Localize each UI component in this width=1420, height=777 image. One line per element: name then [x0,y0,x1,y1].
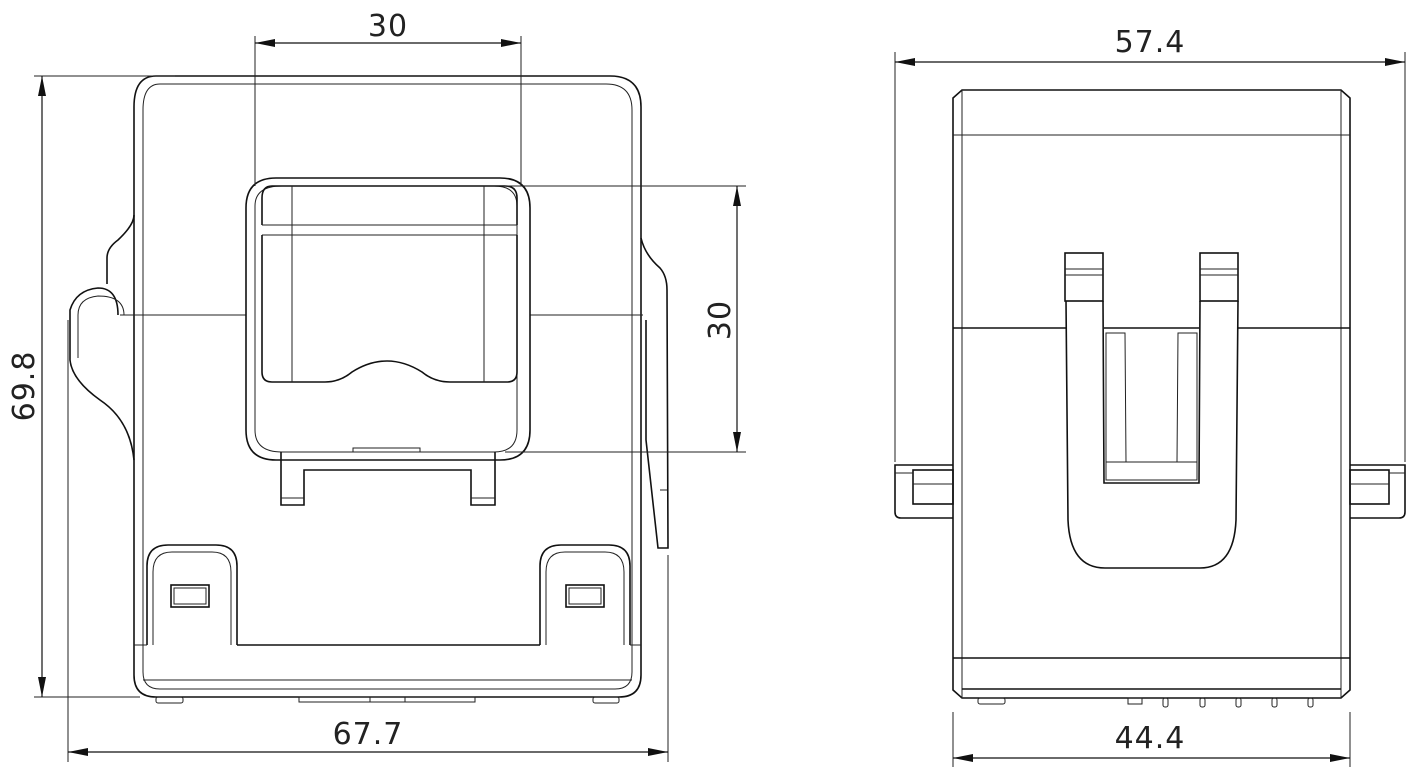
right-clip [539,544,631,645]
left-hinge [106,214,135,284]
dim-side-width: 57.4 [1115,25,1186,60]
right-clip-slot [565,584,605,608]
dim-window-height: 30 [703,300,738,340]
terminal-pins [1162,697,1314,708]
front-view: 30 30 69.8 67.7 [7,9,746,762]
front-body-outline [133,75,642,698]
u-clip [1064,252,1239,569]
front-latch [280,452,496,506]
left-clip-slot [170,584,210,608]
dim-overall-height: 69.8 [7,351,42,422]
front-body-inner [142,83,633,690]
dim-base-width: 44.4 [1115,721,1186,756]
dim-window-width: 30 [368,9,408,44]
front-window-inner [261,185,518,225]
side-body-outline [952,89,1351,699]
right-side-tab [1350,464,1406,519]
left-clip [146,544,238,645]
front-window-outer [245,177,531,461]
side-view: 57.4 44.4 [894,25,1406,767]
left-side-tab [894,464,953,519]
dim-overall-width: 67.7 [333,717,404,752]
right-latch-tab [640,237,669,549]
